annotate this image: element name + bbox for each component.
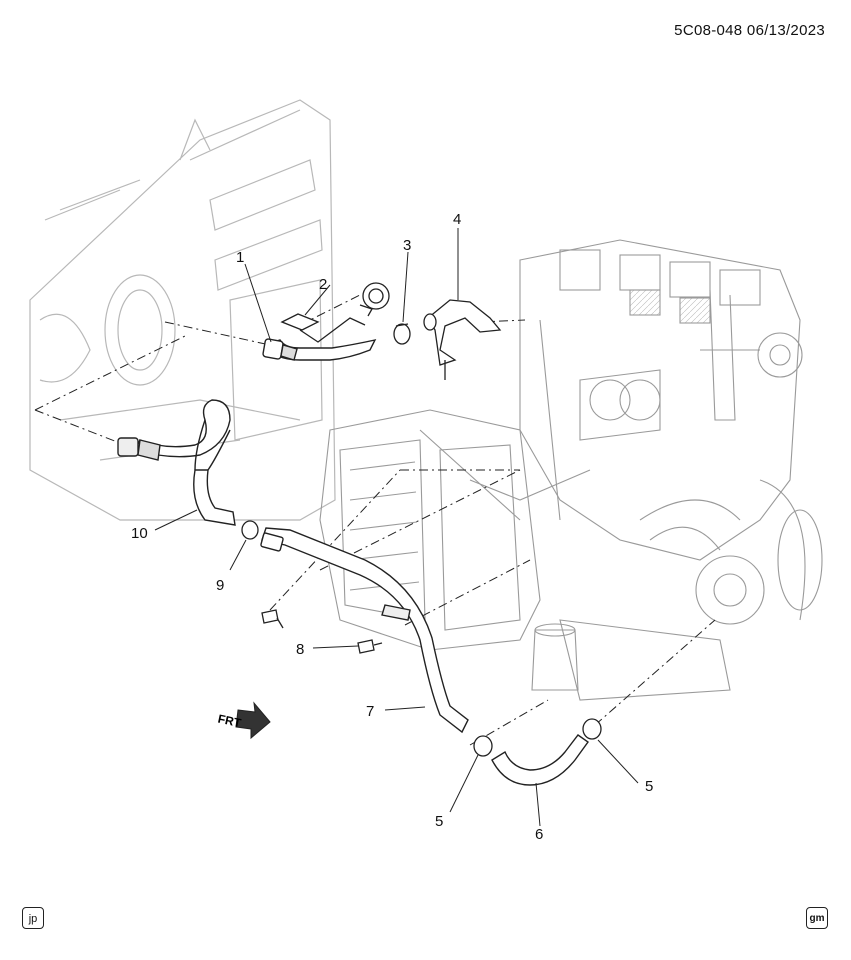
heater-pipe-bracket: [423, 299, 502, 380]
callout-4: 4: [453, 211, 461, 228]
callout-1: 1: [236, 249, 244, 266]
front-direction-indicator: FRT: [217, 701, 271, 740]
gm-logo-badge: gm: [806, 907, 828, 929]
callout-7: 7: [366, 703, 374, 720]
frt-label: FRT: [217, 712, 243, 731]
callout-3: 3: [403, 237, 411, 254]
clamp-3: [393, 323, 411, 345]
upper-heater-hose: [262, 338, 377, 361]
lower-heater-hose: [117, 399, 236, 526]
callout-5-right: 5: [645, 778, 653, 795]
callout-9: 9: [216, 577, 224, 594]
callout-8: 8: [296, 641, 304, 658]
diagram-code: 5C08-048 06/13/2023: [674, 22, 825, 39]
coolant-pipe: [260, 527, 469, 734]
bolts: [261, 609, 383, 654]
clamp-9: [241, 520, 259, 540]
callout-numbers: 1 2 3 4 5 5 6 7 8 9 10: [131, 211, 653, 843]
callout-6: 6: [535, 826, 543, 843]
hose-clamp-bracket: [280, 282, 390, 343]
callout-lines: [154, 228, 639, 827]
short-coolant-hose: [491, 734, 589, 786]
clamps-5: [473, 718, 602, 757]
callout-2: 2: [319, 276, 327, 293]
body-panel: [29, 99, 336, 521]
callout-5-left: 5: [435, 813, 443, 830]
engine-assembly: [319, 239, 823, 701]
callout-10: 10: [131, 525, 148, 542]
jp-badge: jp: [22, 907, 44, 929]
leader-lines: [34, 294, 716, 746]
front-arrow-icon: [235, 701, 271, 740]
